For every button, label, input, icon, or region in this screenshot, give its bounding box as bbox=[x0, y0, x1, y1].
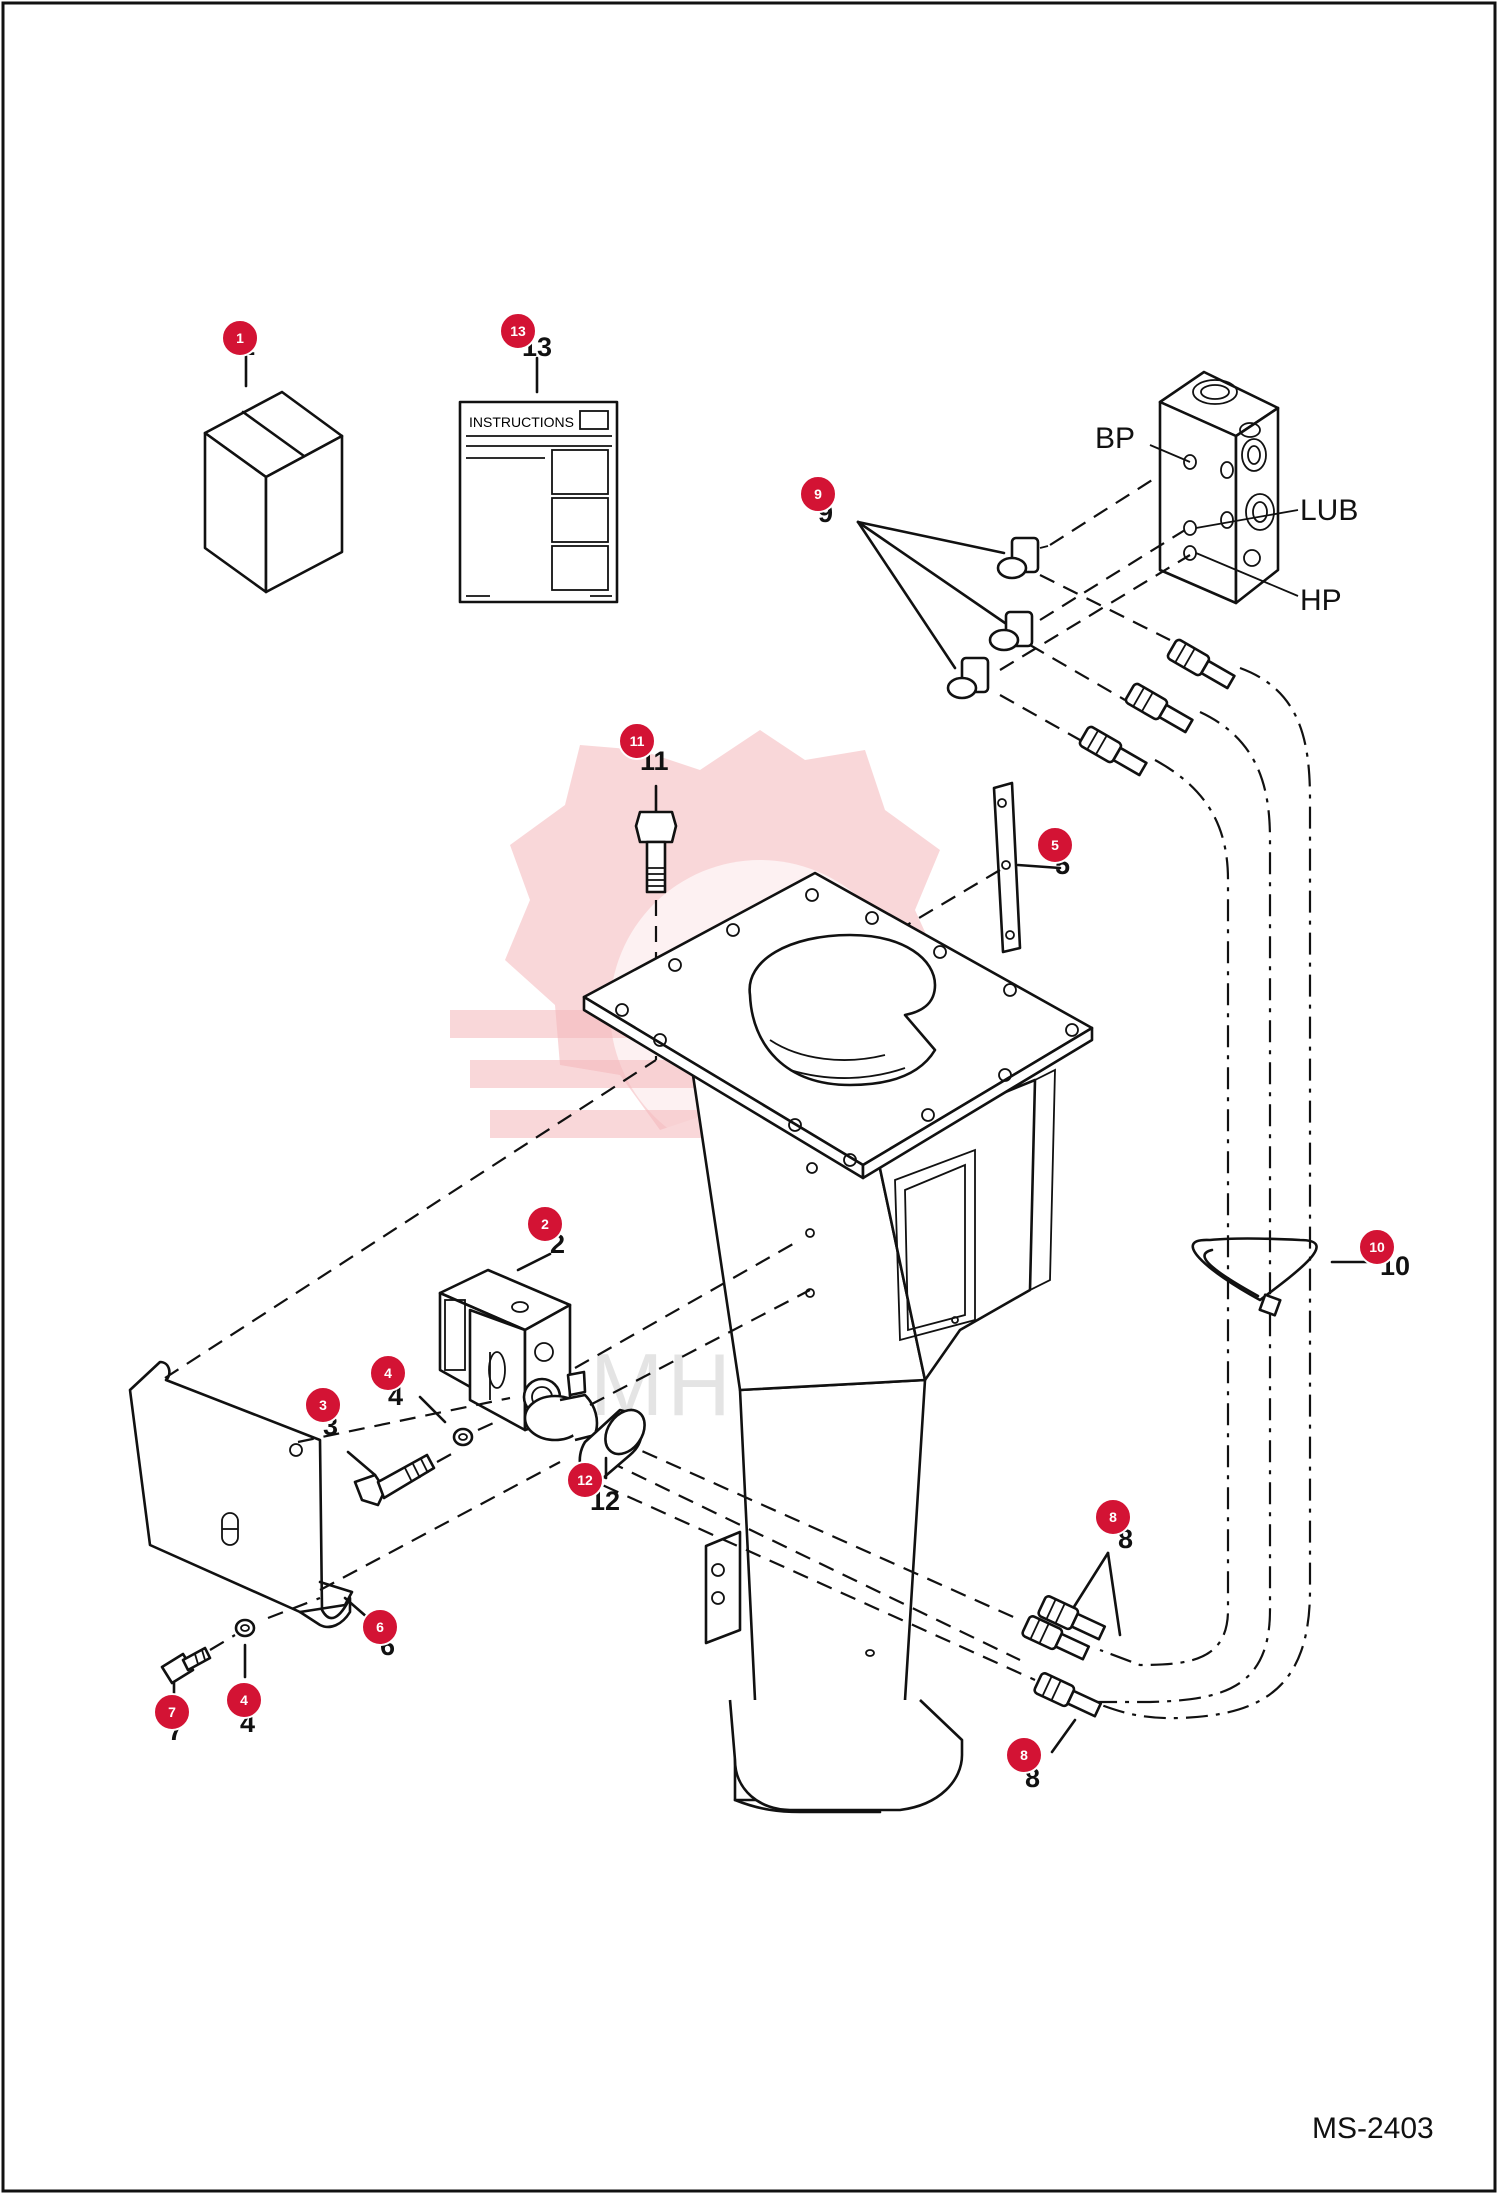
part-tie-strap bbox=[1191, 1237, 1377, 1317]
badge-11[interactable]: 11 bbox=[618, 722, 656, 760]
badge-9[interactable]: 9 bbox=[799, 475, 837, 513]
badge-10[interactable]: 10 bbox=[1358, 1228, 1396, 1266]
svg-text:8: 8 bbox=[1020, 1747, 1028, 1763]
badge-6[interactable]: 6 bbox=[361, 1608, 399, 1646]
part-washer-upper bbox=[418, 1395, 501, 1447]
svg-text:9: 9 bbox=[814, 486, 822, 502]
part-guard bbox=[128, 1059, 657, 1629]
badge-8-upper[interactable]: 8 bbox=[1094, 1498, 1132, 1536]
instructions-label: INSTRUCTIONS bbox=[469, 414, 574, 430]
badge-1[interactable]: 1 bbox=[221, 319, 259, 357]
badge-2[interactable]: 2 bbox=[526, 1205, 564, 1243]
part-fittings bbox=[856, 474, 1191, 741]
svg-text:11: 11 bbox=[630, 733, 645, 749]
part-strip-plate bbox=[846, 781, 1062, 1060]
svg-text:2: 2 bbox=[541, 1216, 549, 1232]
svg-text:8: 8 bbox=[1109, 1509, 1117, 1525]
badge-8-lower[interactable]: 8 bbox=[1005, 1736, 1043, 1774]
svg-text:12: 12 bbox=[577, 1472, 593, 1488]
port-label-bp: BP bbox=[1095, 422, 1135, 455]
sheet-code: MS-2403 bbox=[1312, 2112, 1434, 2145]
mounting-frame bbox=[582, 871, 1094, 1814]
part-distributor bbox=[438, 1239, 1036, 1682]
badge-4-upper[interactable]: 4 bbox=[369, 1354, 407, 1392]
badge-12[interactable]: 12 bbox=[566, 1461, 604, 1499]
part-cap-screw bbox=[346, 1450, 456, 1507]
hose-route-inner bbox=[1099, 759, 1230, 1667]
svg-text:1: 1 bbox=[236, 330, 244, 346]
part-box bbox=[203, 354, 344, 594]
badge-4-lower[interactable]: 4 bbox=[225, 1681, 263, 1719]
part-small-screw bbox=[160, 1646, 212, 1714]
badge-7[interactable]: 7 bbox=[153, 1693, 191, 1731]
svg-text:7: 7 bbox=[168, 1704, 176, 1720]
hose-ends-top bbox=[1078, 638, 1236, 777]
svg-text:6: 6 bbox=[376, 1619, 384, 1635]
svg-text:13: 13 bbox=[510, 323, 526, 339]
svg-text:5: 5 bbox=[1051, 837, 1059, 853]
hose-ends-bottom bbox=[1021, 1551, 1122, 1754]
svg-text:3: 3 bbox=[319, 1397, 327, 1413]
part-instructions: INSTRUCTIONS bbox=[458, 356, 619, 604]
svg-text:4: 4 bbox=[384, 1365, 392, 1381]
badge-13[interactable]: 13 bbox=[499, 312, 537, 350]
part-washer-lower bbox=[209, 1618, 256, 1679]
hose-route-outer bbox=[1079, 666, 1312, 1720]
badge-5[interactable]: 5 bbox=[1036, 826, 1074, 864]
valve-block bbox=[1149, 370, 1299, 605]
part-bolt bbox=[634, 784, 678, 1060]
hose-route-middle bbox=[1080, 711, 1272, 1704]
port-label-hp: HP bbox=[1300, 584, 1342, 617]
svg-text:10: 10 bbox=[1369, 1239, 1385, 1255]
badge-3[interactable]: 3 bbox=[304, 1386, 342, 1424]
svg-text:4: 4 bbox=[240, 1692, 248, 1708]
port-label-lub: LUB bbox=[1300, 494, 1358, 527]
